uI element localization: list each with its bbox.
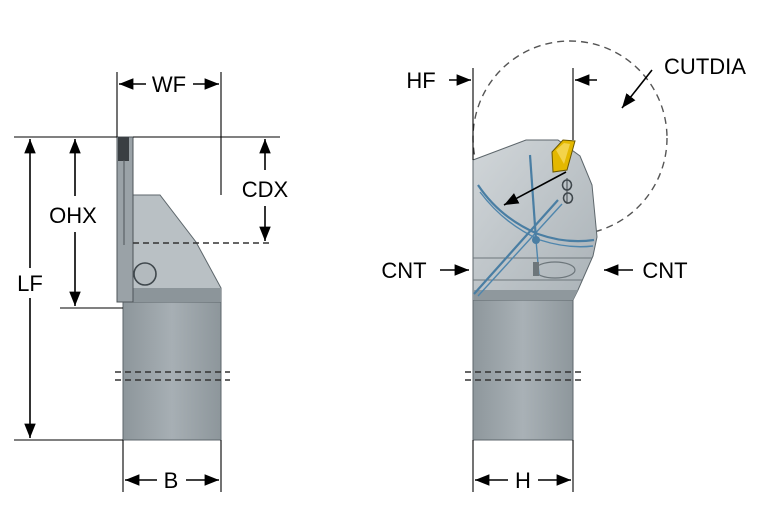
label-h: H bbox=[515, 468, 531, 493]
left-head-lower-band bbox=[123, 288, 221, 302]
left-blade bbox=[116, 136, 134, 303]
left-head bbox=[122, 194, 222, 303]
label-lf: LF bbox=[17, 271, 43, 296]
coolant-channel-arc bbox=[477, 184, 595, 243]
label-cdx: CDX bbox=[242, 177, 289, 202]
left-shank bbox=[122, 299, 222, 441]
label-wf: WF bbox=[152, 72, 186, 97]
label-b: B bbox=[164, 468, 179, 493]
label-cutdia: CUTDIA bbox=[664, 54, 746, 79]
label-cnt-left: CNT bbox=[381, 258, 426, 283]
side-view: WF CDX OHX LF B bbox=[14, 72, 289, 493]
cutdia-radius-arrow bbox=[503, 171, 567, 206]
left-insert-tip bbox=[118, 137, 129, 161]
front-view: HF CUTDIA CNT CNT H bbox=[381, 40, 746, 493]
label-ohx: OHX bbox=[49, 203, 97, 228]
left-screw-icon bbox=[133, 262, 157, 286]
coolant-channel-diagonal bbox=[473, 199, 559, 295]
label-cnt-right: CNT bbox=[642, 258, 687, 283]
right-shank bbox=[472, 299, 574, 441]
label-hf: HF bbox=[406, 68, 435, 93]
